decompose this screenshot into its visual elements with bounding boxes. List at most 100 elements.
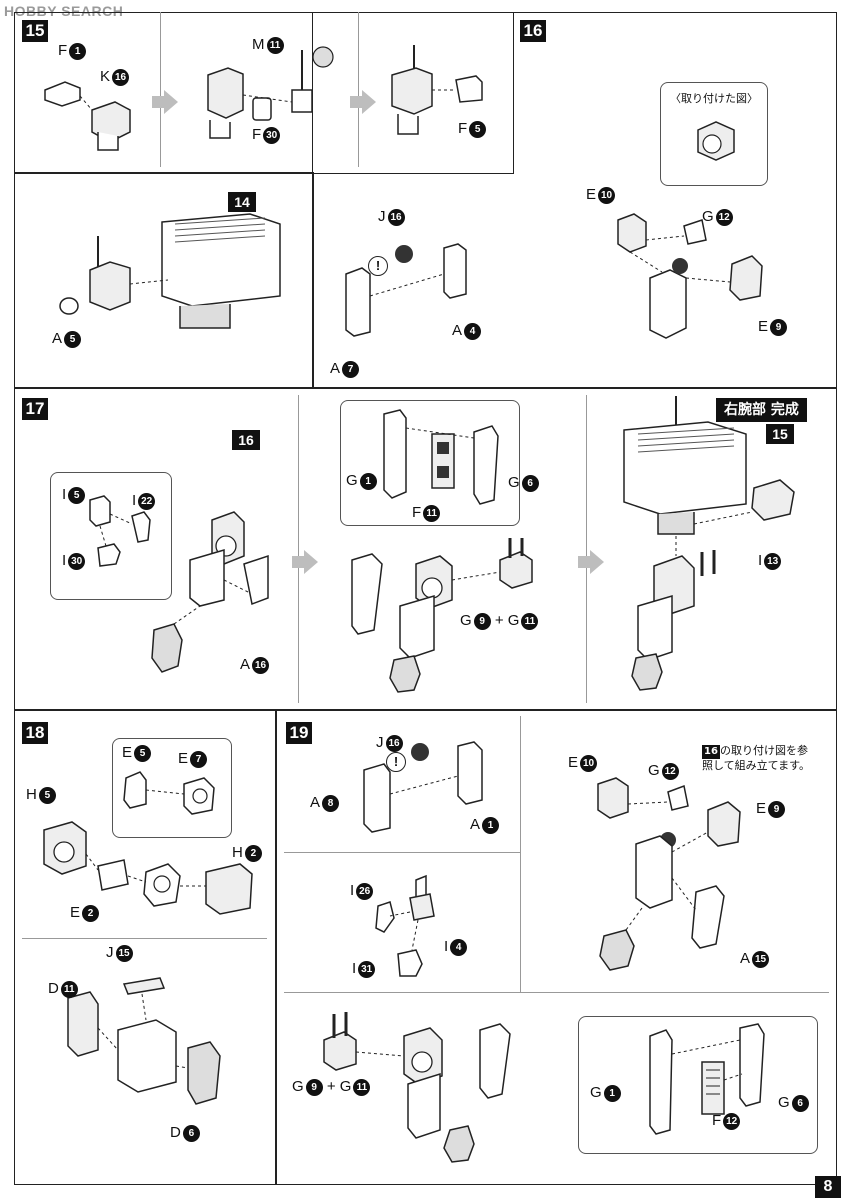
caution-icon: !: [386, 752, 406, 772]
label-number: 7: [342, 360, 360, 378]
arm-drawing: [597, 777, 741, 971]
label-letter: A: [330, 360, 341, 377]
step-number-17: 17: [22, 398, 48, 420]
label-letter: F: [458, 120, 468, 137]
divider: [358, 12, 359, 167]
label-number: 1: [482, 816, 500, 834]
label-letter: I: [758, 552, 763, 569]
label-letter: F: [58, 42, 68, 59]
step-16-frame: [312, 12, 837, 388]
part-drawing: [43, 821, 253, 915]
divider: [298, 395, 299, 703]
label-letter: E: [756, 800, 767, 817]
label-number: 6: [791, 1094, 809, 1112]
label-number: 8: [322, 794, 340, 812]
label-letter: G: [702, 208, 714, 225]
label-number: 5: [64, 330, 82, 348]
label-number: 11: [521, 612, 539, 630]
label-number: 26: [356, 882, 374, 900]
label-letter: I: [62, 486, 67, 503]
label-letter: G: [507, 612, 520, 629]
plus-sign: +: [494, 612, 504, 629]
step-number-16: 16: [520, 20, 546, 42]
label-letter: E: [178, 750, 189, 767]
label-letter: F: [412, 504, 422, 521]
attach-view-title: 〈取り付けた図〉: [670, 92, 758, 105]
page-number: 8: [815, 1176, 841, 1198]
divider: [520, 716, 521, 992]
label-letter: I: [62, 552, 67, 569]
label-letter: J: [376, 734, 384, 751]
label-number: 1: [359, 472, 377, 490]
label-letter: M: [252, 36, 265, 53]
part-drawing: [207, 50, 313, 139]
label-letter: H: [26, 786, 37, 803]
label-number: 12: [723, 1112, 741, 1130]
label-number: 15: [115, 944, 133, 962]
label-number: 11: [423, 504, 441, 522]
label-letter: F: [252, 126, 262, 143]
note-text: の取り付け図を参照して組み立てます。: [702, 744, 811, 772]
label-number: 10: [580, 754, 598, 772]
label-letter: G: [590, 1084, 602, 1101]
part-drawing: [391, 45, 483, 135]
label-letter: I: [350, 882, 355, 899]
step-arrow-icon: [304, 550, 318, 574]
step-arrow-icon: [292, 556, 304, 568]
label-number: 1: [603, 1084, 621, 1102]
label-letter: F: [712, 1112, 722, 1129]
ref-badge-16: 16: [702, 745, 720, 759]
divider: [160, 12, 161, 167]
plus-sign: +: [326, 1078, 336, 1095]
label-letter: G: [460, 612, 472, 629]
caution-icon: !: [368, 256, 388, 276]
step-18-frame: [14, 710, 276, 1185]
label-number: 11: [266, 36, 284, 54]
label-letter: G: [292, 1078, 304, 1095]
divider: [586, 395, 587, 703]
part-drawing: [345, 243, 467, 337]
label-letter: E: [586, 186, 597, 203]
label-letter: A: [240, 656, 251, 673]
shoulder-drawing: [67, 977, 221, 1105]
part-drawing: [312, 46, 334, 68]
arm-drawing: [351, 538, 533, 693]
label-letter: I: [444, 938, 449, 955]
part-drawing: [383, 409, 499, 505]
label-letter: A: [740, 950, 751, 967]
step-number-15: 15: [22, 20, 48, 42]
step-15-frame: [14, 12, 514, 174]
part-drawing: [617, 213, 763, 339]
label-number: 5: [38, 786, 56, 804]
label-number: 31: [358, 960, 376, 978]
ref-badge-15: 15: [766, 424, 794, 444]
ref-badge-16: 16: [232, 430, 260, 450]
label-number: 4: [450, 938, 468, 956]
label-letter: G: [339, 1078, 352, 1095]
divider: [284, 852, 520, 853]
label-letter: D: [48, 980, 59, 997]
step-number-19: 19: [286, 722, 312, 744]
label-letter: J: [378, 208, 386, 225]
label-number: 22: [138, 492, 156, 510]
